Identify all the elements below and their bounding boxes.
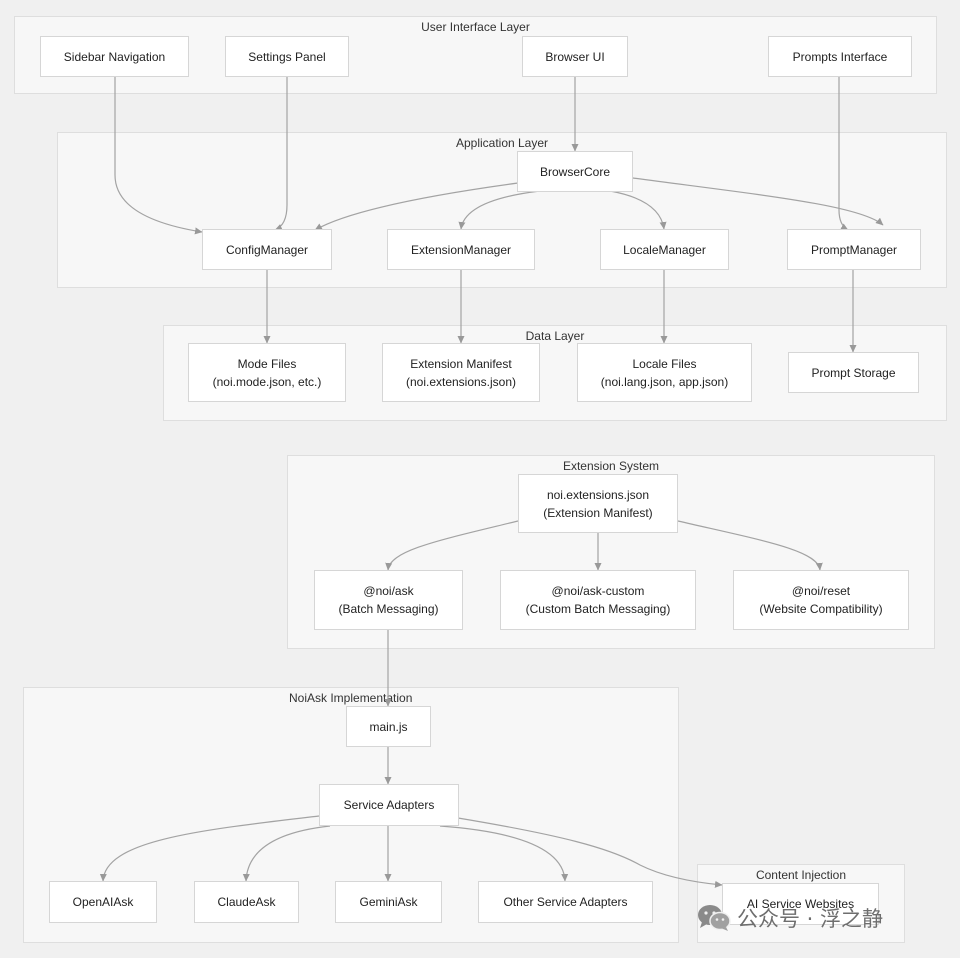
node-label: BrowserCore xyxy=(539,164,611,179)
node-extensionmanager: ExtensionManager xyxy=(387,229,535,270)
node-label: @noi/reset xyxy=(791,584,851,598)
cluster-title: Data Layer xyxy=(525,329,585,343)
node-sublabel: (Website Compatibility) xyxy=(759,602,883,616)
node-localemanager: LocaleManager xyxy=(600,229,729,270)
node-label: Mode Files xyxy=(237,356,297,371)
watermark: 公众号 · 浮之静 xyxy=(697,898,883,938)
node-sublabel: (Extension Manifest) xyxy=(543,505,653,520)
node-noi-reset: @noi/reset (Website Compatibility) xyxy=(733,570,909,630)
node-label: PromptManager xyxy=(810,242,898,257)
node-extension-manifest: Extension Manifest (noi.extensions.json) xyxy=(382,343,540,402)
cluster-title: Extension System xyxy=(562,459,660,473)
node-other-service-adapters: Other Service Adapters xyxy=(478,881,653,923)
node-noi-ask-custom: @noi/ask-custom (Custom Batch Messaging) xyxy=(500,570,696,630)
node-label: noi.extensions.json xyxy=(546,487,650,502)
node-sublabel: (Custom Batch Messaging) xyxy=(525,602,671,616)
node-label: Prompts Interface xyxy=(792,49,888,64)
node-sidebar-navigation: Sidebar Navigation xyxy=(40,36,189,77)
node-service-adapters: Service Adapters xyxy=(319,784,459,826)
node-claudeask: ClaudeAsk xyxy=(194,881,299,923)
node-sublabel: (noi.lang.json, app.json) xyxy=(600,374,729,389)
node-label: @noi/ask xyxy=(363,584,414,598)
node-sublabel: (noi.extensions.json) xyxy=(405,374,517,389)
node-browsercore: BrowserCore xyxy=(517,151,633,192)
node-noi-extensions-json: noi.extensions.json (Extension Manifest) xyxy=(518,474,678,533)
node-label: OpenAIAsk xyxy=(72,895,134,909)
node-sublabel: (Batch Messaging) xyxy=(338,602,439,616)
node-geminiask: GeminiAsk xyxy=(335,881,442,923)
node-label: ConfigManager xyxy=(225,242,309,257)
node-prompts-interface: Prompts Interface xyxy=(768,36,912,77)
node-label: AI Service Websites xyxy=(746,897,855,911)
cluster-title: User Interface Layer xyxy=(421,20,530,34)
node-label: LocaleManager xyxy=(623,242,706,257)
node-label: @noi/ask-custom xyxy=(551,584,645,598)
node-main-js: main.js xyxy=(346,706,431,747)
wechat-icon xyxy=(698,905,731,931)
node-configmanager: ConfigManager xyxy=(202,229,332,270)
node-label: Locale Files xyxy=(632,356,697,371)
node-label: Service Adapters xyxy=(343,798,435,812)
node-label: ExtensionManager xyxy=(410,242,512,257)
node-label: main.js xyxy=(369,719,408,734)
node-openaiask: OpenAIAsk xyxy=(49,881,157,923)
node-label: Prompt Storage xyxy=(811,365,896,380)
node-promptmanager: PromptManager xyxy=(787,229,921,270)
node-label: Sidebar Navigation xyxy=(63,49,166,64)
node-prompt-storage: Prompt Storage xyxy=(788,352,919,393)
cluster-title: Content Injection xyxy=(755,868,847,882)
node-label: ClaudeAsk xyxy=(217,895,276,909)
node-label: Settings Panel xyxy=(248,49,326,64)
node-locale-files: Locale Files (noi.lang.json, app.json) xyxy=(577,343,752,402)
node-mode-files: Mode Files (noi.mode.json, etc.) xyxy=(188,343,346,402)
watermark-text: 公众号 · 浮之静 xyxy=(737,907,884,931)
node-label: Extension Manifest xyxy=(410,356,512,371)
node-label: Other Service Adapters xyxy=(503,895,628,909)
node-settings-panel: Settings Panel xyxy=(225,36,349,77)
cluster-title: Application Layer xyxy=(455,136,549,150)
node-label: GeminiAsk xyxy=(359,895,418,909)
cluster-title: NoiAsk Implementation xyxy=(289,691,413,705)
node-noi-ask: @noi/ask (Batch Messaging) xyxy=(314,570,463,630)
node-ai-service-websites: AI Service Websites xyxy=(722,883,879,925)
node-sublabel: (noi.mode.json, etc.) xyxy=(212,374,322,389)
node-label: Browser UI xyxy=(545,49,605,64)
node-browser-ui: Browser UI xyxy=(522,36,628,77)
